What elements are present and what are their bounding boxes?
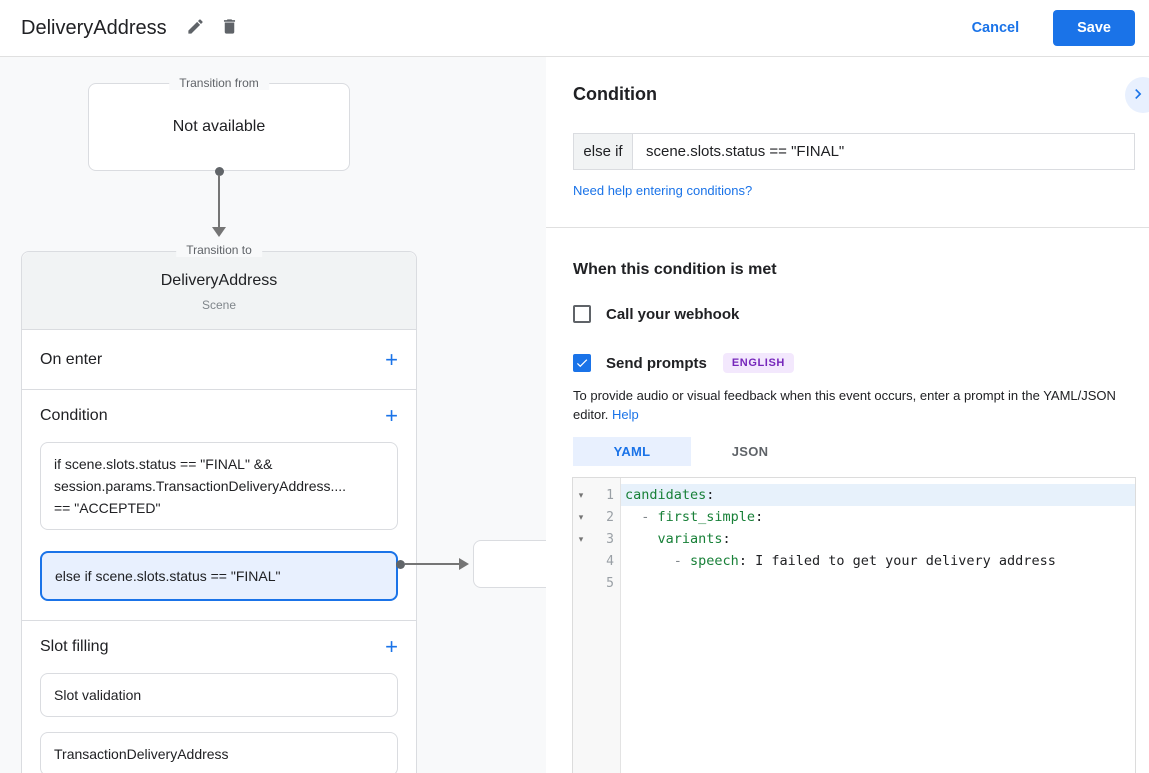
conditions-help-link[interactable]: Need help entering conditions? <box>573 183 753 198</box>
gutter-row: 5 <box>573 572 620 594</box>
transition-to-legend: Transition to <box>176 243 262 257</box>
add-slot-button[interactable]: + <box>385 634 398 659</box>
panel-divider <box>546 227 1149 228</box>
add-on-enter-button[interactable]: + <box>385 346 398 372</box>
code-line-4[interactable]: - speech: I failed to get your delivery … <box>673 553 1056 569</box>
pencil-icon <box>186 17 205 39</box>
connector-line-vertical <box>218 175 220 228</box>
fold-arrow-icon[interactable]: ▾ <box>578 489 584 500</box>
transition-from-value: Not available <box>172 118 266 135</box>
line-number: 5 <box>606 575 614 591</box>
gutter-row[interactable]: ▾2 <box>573 506 620 528</box>
arrow-down-icon <box>212 227 226 237</box>
chevron-right-icon <box>1135 84 1148 107</box>
webhook-checkbox[interactable] <box>573 305 591 323</box>
gutter-row[interactable]: ▾3 <box>573 528 620 550</box>
webhook-label: Call your webhook <box>606 305 740 323</box>
condition-card-else-if[interactable]: else if scene.slots.status == "FINAL" <box>40 551 398 601</box>
condition-section-label: Condition <box>40 407 108 424</box>
line-number: 1 <box>606 487 614 503</box>
code-line-1[interactable]: candidates: <box>621 484 1135 506</box>
transition-from-box[interactable]: Transition from Not available <box>88 76 350 171</box>
scene-card: Transition to DeliveryAddress Scene On e… <box>21 243 417 773</box>
connector-dot-else-if <box>396 560 405 569</box>
fold-arrow-icon[interactable]: ▾ <box>578 533 584 544</box>
scene-type-label: Scene <box>201 298 237 312</box>
slot-card-transaction-delivery-address[interactable]: TransactionDeliveryAddress <box>40 732 398 773</box>
condition-prefix: else if <box>574 134 633 169</box>
tab-yaml[interactable]: YAML <box>573 437 691 466</box>
on-enter-label: On enter <box>40 350 103 368</box>
editor-format-tabs: YAML JSON <box>573 437 1135 466</box>
transition-from-legend: Transition from <box>169 76 269 90</box>
slot-filling-section: Slot filling + Slot validation Transacti… <box>22 621 416 773</box>
edit-scene-button[interactable] <box>179 11 213 45</box>
send-prompts-label: Send prompts <box>606 354 707 372</box>
page-title: DeliveryAddress <box>21 16 167 39</box>
panel-title: Condition <box>573 84 657 104</box>
collapse-panel-button[interactable] <box>1125 77 1149 113</box>
condition-expression-input[interactable]: scene.slots.status == "FINAL" <box>646 143 845 160</box>
check-icon <box>576 359 588 368</box>
connector-line-horizontal <box>405 563 460 565</box>
condition-card-if[interactable]: if scene.slots.status == "FINAL" && sess… <box>40 442 398 530</box>
scene-card-header[interactable]: DeliveryAddress Scene <box>22 252 416 330</box>
gutter-row: 4 <box>573 550 620 572</box>
editor-code[interactable]: candidates: - first_simple: variants: - … <box>621 478 1135 773</box>
slot-card-validation[interactable]: Slot validation <box>40 673 398 717</box>
content-area: Transition from Not available Transition… <box>0 57 1149 773</box>
delete-scene-button[interactable] <box>213 11 247 45</box>
condition-section: Condition + if scene.slots.status == "FI… <box>22 390 416 621</box>
condition-input-row: else if scene.slots.status == "FINAL" <box>573 133 1135 170</box>
code-line-3[interactable]: variants: <box>657 531 731 547</box>
scene-diagram: Transition from Not available Transition… <box>0 57 546 773</box>
on-enter-section[interactable]: On enter + <box>22 330 416 390</box>
condition-met-title: When this condition is met <box>573 261 777 278</box>
connector-dot-top <box>215 167 224 176</box>
hint-body: To provide audio or visual feedback when… <box>573 388 1116 422</box>
help-link[interactable]: Help <box>612 407 639 422</box>
editor-hint-text: To provide audio or visual feedback when… <box>573 386 1135 424</box>
arrow-right-icon <box>459 558 469 570</box>
slot-filling-label: Slot filling <box>40 638 109 655</box>
code-line-5[interactable] <box>621 572 1135 594</box>
condition-editor-panel: Condition else if scene.slots.status == … <box>546 57 1149 773</box>
code-line-2[interactable]: - first_simple: <box>641 509 764 525</box>
line-number: 2 <box>606 509 614 525</box>
fold-arrow-icon[interactable]: ▾ <box>578 511 584 522</box>
send-prompts-checkbox[interactable] <box>573 354 591 372</box>
scene-name: DeliveryAddress <box>160 272 278 289</box>
cancel-button[interactable]: Cancel <box>956 12 1036 44</box>
line-number: 3 <box>606 531 614 547</box>
save-button[interactable]: Save <box>1053 10 1135 46</box>
tab-json[interactable]: JSON <box>731 444 769 459</box>
line-number: 4 <box>606 553 614 569</box>
add-condition-button[interactable]: + <box>385 403 398 428</box>
trash-icon <box>220 17 239 39</box>
gutter-row[interactable]: ▾1 <box>573 484 620 506</box>
top-bar: DeliveryAddress Cancel Save <box>0 0 1149 57</box>
language-badge: ENGLISH <box>722 353 794 373</box>
